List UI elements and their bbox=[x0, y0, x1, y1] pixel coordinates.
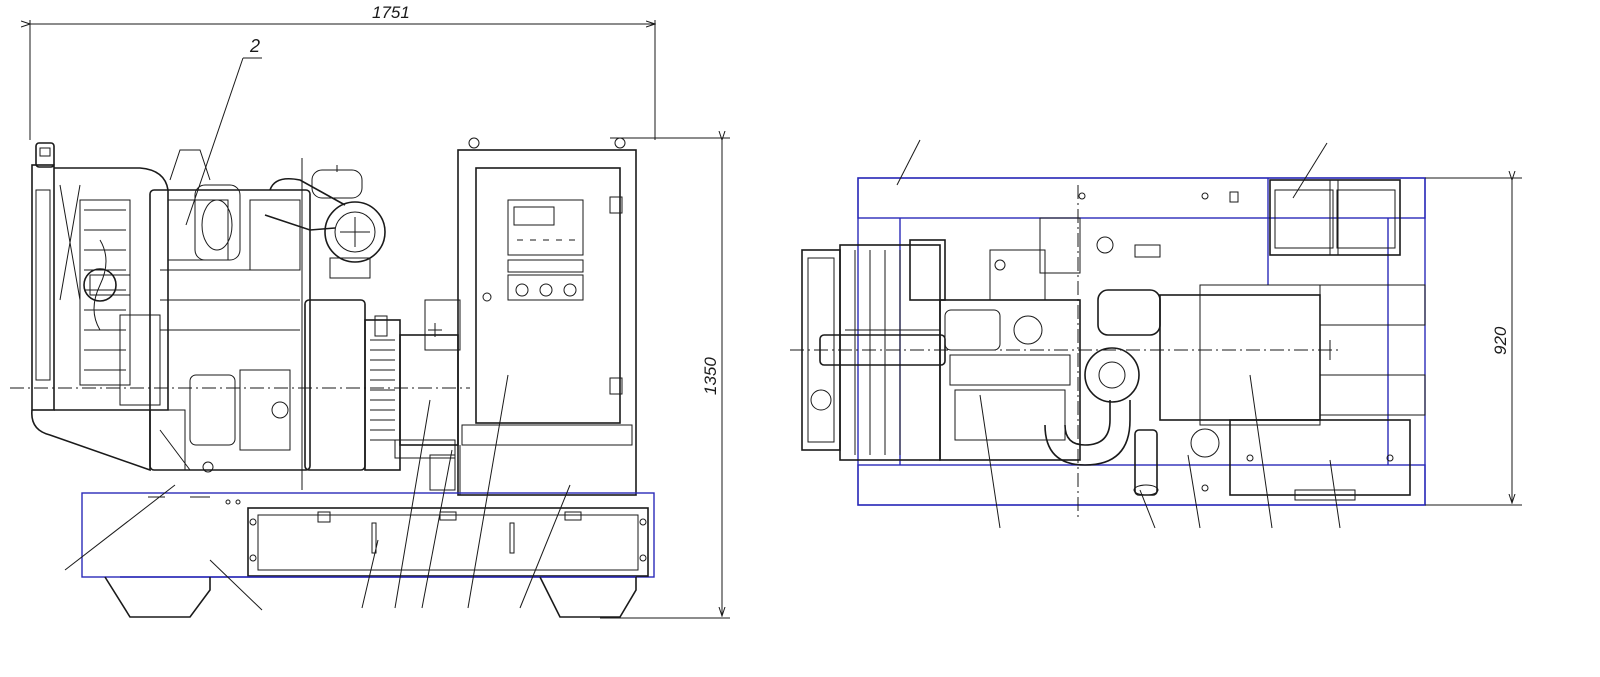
callout-2-label: 2 bbox=[249, 36, 260, 56]
top-view: 920 bbox=[790, 139, 1522, 529]
air-filter-assembly bbox=[264, 165, 386, 279]
width-dimension-label: 920 bbox=[1491, 326, 1510, 355]
top-alternator bbox=[1159, 284, 1426, 426]
top-control-box bbox=[1201, 419, 1411, 501]
length-dimension: 1751 bbox=[30, 3, 655, 140]
alternator bbox=[304, 299, 461, 491]
top-radiator bbox=[801, 244, 946, 461]
top-engine bbox=[909, 191, 1239, 461]
top-leader-lines bbox=[896, 139, 1341, 529]
side-view: 1751 1350 2 bbox=[10, 3, 730, 619]
side-leader-lines bbox=[64, 374, 571, 611]
top-base-frame bbox=[857, 177, 1426, 506]
callout-2: 2 bbox=[185, 36, 262, 226]
height-dimension-label: 1350 bbox=[701, 357, 720, 395]
radiator bbox=[31, 142, 169, 472]
height-dimension: 1350 bbox=[600, 138, 730, 619]
top-battery bbox=[1269, 179, 1401, 256]
engine-block bbox=[119, 149, 311, 473]
control-cabinet bbox=[457, 137, 637, 496]
length-dimension-label: 1751 bbox=[372, 3, 410, 22]
top-air-filter bbox=[1044, 289, 1220, 496]
width-dimension: 920 bbox=[1425, 178, 1522, 506]
base-frame bbox=[81, 492, 655, 618]
fan bbox=[83, 239, 131, 331]
